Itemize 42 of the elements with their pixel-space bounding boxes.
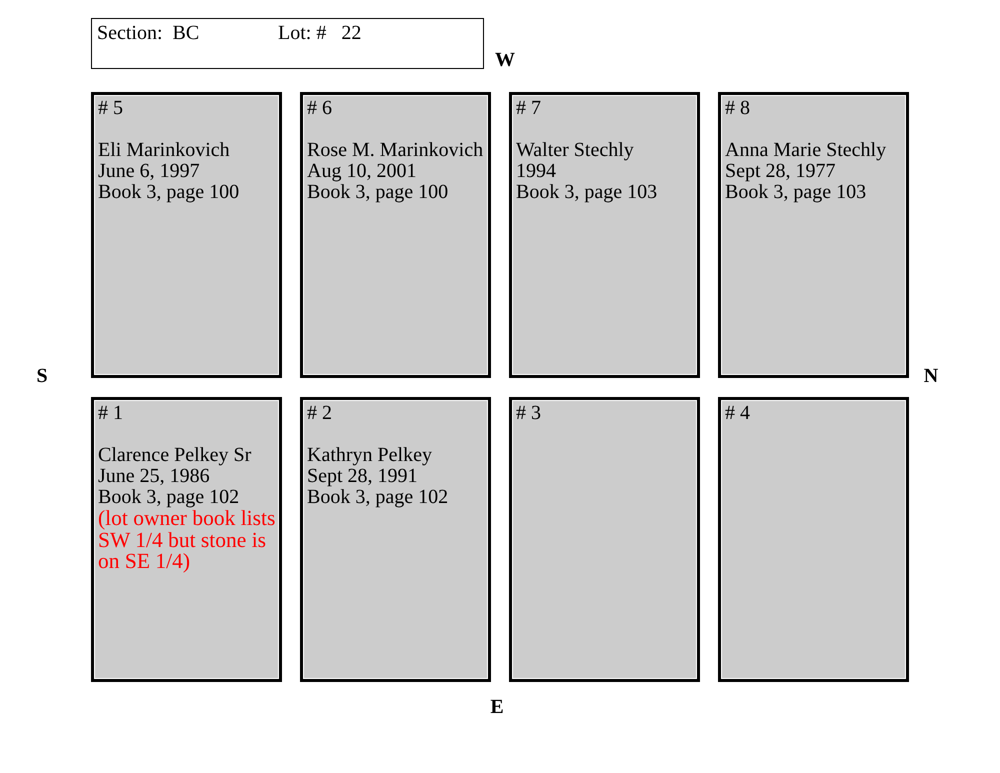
plot-number: # 7 — [516, 98, 541, 119]
lot-number-label: Lot: # 22 — [278, 21, 362, 45]
plot-box — [718, 397, 909, 682]
record-line: Sept 28, 1991 — [307, 466, 418, 487]
record-line: Sept 28, 1977 — [725, 161, 836, 182]
record-line: Anna Marie Stechly — [725, 140, 886, 161]
compass-label: W — [495, 49, 515, 71]
record-line: Book 3, page 102 — [98, 487, 240, 508]
plot-number: # 6 — [307, 98, 332, 119]
plot-number: # 1 — [98, 403, 123, 424]
plot-number: # 3 — [516, 403, 541, 424]
compass-label: N — [924, 365, 938, 387]
plot-number: # 4 — [725, 403, 750, 424]
record-line: Book 3, page 100 — [98, 182, 240, 203]
record-line: June 6, 1997 — [98, 161, 200, 182]
record-line: Kathryn Pelkey — [307, 445, 432, 466]
plot-box — [91, 92, 282, 378]
record-line: Clarence Pelkey Sr — [98, 445, 252, 466]
record-line: Book 3, page 102 — [307, 487, 448, 508]
record-line: Walter Stechly — [516, 140, 634, 161]
record-line: Book 3, page 103 — [516, 182, 658, 203]
plot-box — [718, 92, 909, 378]
plot-box — [509, 397, 700, 682]
record-line: Rose M. Marinkovich — [307, 140, 484, 161]
record-line: 1994 — [516, 161, 556, 182]
plot-number: # 2 — [307, 403, 332, 424]
plot-box — [509, 92, 700, 378]
record-line: Book 3, page 100 — [307, 182, 448, 203]
plot-box — [300, 92, 491, 378]
plot-number: # 8 — [725, 98, 750, 119]
plot-number: # 5 — [98, 98, 123, 119]
header-box — [91, 18, 484, 69]
plot-box — [300, 397, 491, 682]
record-line: June 25, 1986 — [98, 466, 210, 487]
note-text: (lot owner book lists SW 1/4 but stone is on SE 1/4) — [98, 508, 276, 572]
compass-label: E — [490, 696, 504, 718]
record-line: Book 3, page 103 — [725, 182, 866, 203]
record-line: Aug 10, 2001 — [307, 161, 416, 182]
compass-label: S — [36, 365, 48, 387]
plot-box — [91, 397, 282, 682]
section-label: Section: BC — [97, 21, 200, 45]
record-line: Eli Marinkovich — [98, 140, 230, 161]
